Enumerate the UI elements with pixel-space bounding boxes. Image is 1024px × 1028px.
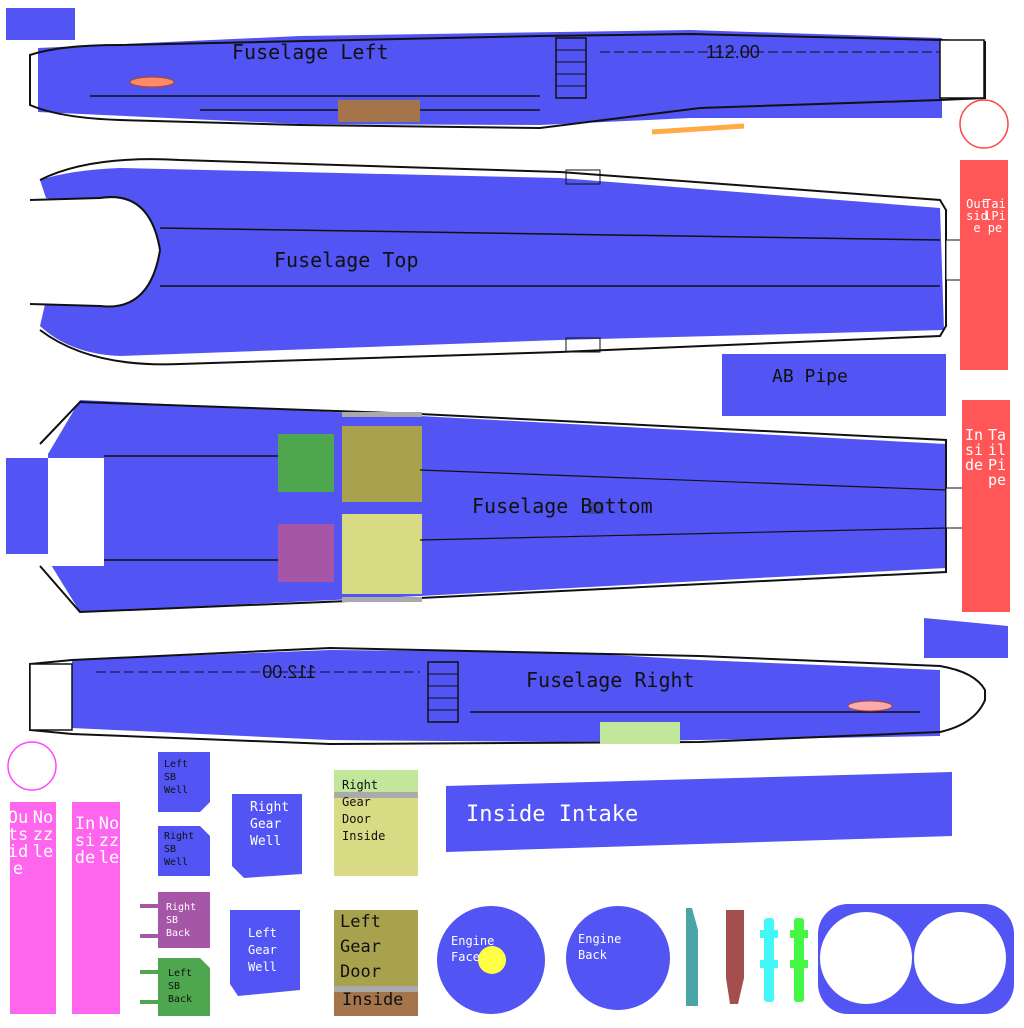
left-gear-door-label-1: Left <box>340 912 381 932</box>
fuselage-bottom-shape <box>48 400 946 612</box>
right-sb-well-label-1: Right <box>164 831 195 842</box>
fuselage-bottom-label: Fuselage Bottom <box>472 494 653 518</box>
right-sb-back-label-1: Right <box>166 902 197 913</box>
outside-tailpipe-label-1: Outside <box>966 197 988 235</box>
fuselage-right-label: Fuselage Right <box>526 668 695 692</box>
fuselage-top-shape <box>40 168 944 356</box>
light-door-part <box>342 514 422 594</box>
intake-right-hole <box>914 912 1006 1004</box>
right-gear-door-label-2: Gear <box>342 795 371 809</box>
fuselage-left-label: Fuselage Left <box>232 40 389 64</box>
maroon-part <box>726 910 744 1004</box>
right-gear-well-label-3: Well <box>250 834 282 849</box>
engine-back-label-2: Back <box>578 948 607 962</box>
left-gear-well-label-2: Gear <box>248 943 277 957</box>
right-gear-door-label-4: Inside <box>342 829 386 843</box>
right-sb-well-label-2: SB <box>164 844 177 855</box>
left-sb-well-panel <box>158 752 210 812</box>
outside-tailpipe-panel <box>960 160 1008 370</box>
inside-tailpipe-label-1: Inside <box>964 426 984 474</box>
fuselage-bottom-panel <box>6 400 967 614</box>
purple-gear-part <box>278 524 334 582</box>
fuselage-top-panel <box>29 158 967 366</box>
left-sb-well-label-1: Left <box>164 759 189 770</box>
right-gear-door-label-3: Door <box>342 812 371 826</box>
left-gear-door-label-3: Door <box>340 962 381 982</box>
engine-face-label-2: Face <box>451 950 480 964</box>
outside-tailpipe-label-2: TailPipe <box>984 197 1006 235</box>
teal-part <box>686 908 698 1006</box>
right-gear-door-label-1: Right <box>342 778 379 792</box>
left-gear-door-label-2: Gear <box>340 937 381 957</box>
right-gear-well-label-1: Right <box>250 800 290 815</box>
nozzle-cap-circle <box>7 741 57 791</box>
engine-back-disc <box>566 906 670 1010</box>
left-sb-back-panel <box>158 958 210 1016</box>
engine-face-label-1: Engine <box>451 934 495 948</box>
engine-face-yellow-dot <box>478 946 506 974</box>
fuselage-bottom-nose-tab <box>6 458 48 554</box>
inside-tailpipe-label-2: TailPipe <box>987 426 1007 489</box>
fuselage-left-panel <box>6 8 1009 149</box>
inside-intake-label: Inside Intake <box>466 802 639 827</box>
inside-nozzle-label-2: Nozzle <box>98 814 120 868</box>
right-gear-well-panel <box>232 794 302 878</box>
right-gear-well-label-2: Gear <box>250 817 282 832</box>
small-blue-tab <box>924 618 1008 658</box>
right-sb-back-label-3: Back <box>166 928 191 939</box>
intake-left-hole <box>820 912 912 1004</box>
left-sb-back-label-1: Left <box>168 968 193 979</box>
fuselage-left-tab <box>6 8 75 40</box>
left-gear-door-inside-panel <box>334 992 418 1016</box>
left-gear-well-label-3: Well <box>248 960 277 974</box>
inside-nozzle-label-1: Inside <box>74 814 96 868</box>
dimension-right-text: 112.00 <box>262 662 316 682</box>
left-gear-door-panel <box>334 910 418 986</box>
fuselage-top-label: Fuselage Top <box>274 248 419 272</box>
left-gear-well-panel <box>230 910 300 996</box>
left-sb-well-label-3: Well <box>164 785 189 796</box>
ab-pipe-panel <box>722 354 946 416</box>
fuselage-right-panel <box>29 646 986 746</box>
green-gear-part <box>278 434 334 492</box>
right-sb-back-label-2: SB <box>166 915 179 926</box>
left-sb-well-label-2: SB <box>164 772 177 783</box>
left-gear-well-label-1: Left <box>248 926 277 940</box>
light-green-door-part <box>600 722 680 744</box>
outside-nozzle-label-1: Outside <box>7 808 29 879</box>
fuselage-left-shape <box>38 30 942 125</box>
inside-intake-panel <box>446 772 952 852</box>
ab-pipe-label: AB Pipe <box>772 366 848 387</box>
engine-back-label-1: Engine <box>578 932 622 946</box>
right-sb-well-label-3: Well <box>164 857 189 868</box>
left-sb-back-label-2: SB <box>168 981 181 992</box>
outside-nozzle-panel <box>10 802 56 1014</box>
olive-door-part <box>342 426 422 502</box>
right-gear-door-top <box>334 770 418 792</box>
right-sb-back-panel <box>158 892 210 948</box>
right-gear-door-inside-panel <box>334 798 418 876</box>
dimension-left-text: 112.00 <box>706 42 760 62</box>
inside-nozzle-panel <box>72 802 120 1014</box>
left-sb-back-label-3: Back <box>168 994 193 1005</box>
inside-tailpipe-panel <box>962 400 1010 612</box>
outside-nozzle-label-2: Nozzle <box>32 808 54 862</box>
left-gear-door-inside-label: Inside <box>342 990 404 1010</box>
fuselage-right-shape <box>72 650 940 742</box>
right-sb-well-panel <box>158 826 210 876</box>
